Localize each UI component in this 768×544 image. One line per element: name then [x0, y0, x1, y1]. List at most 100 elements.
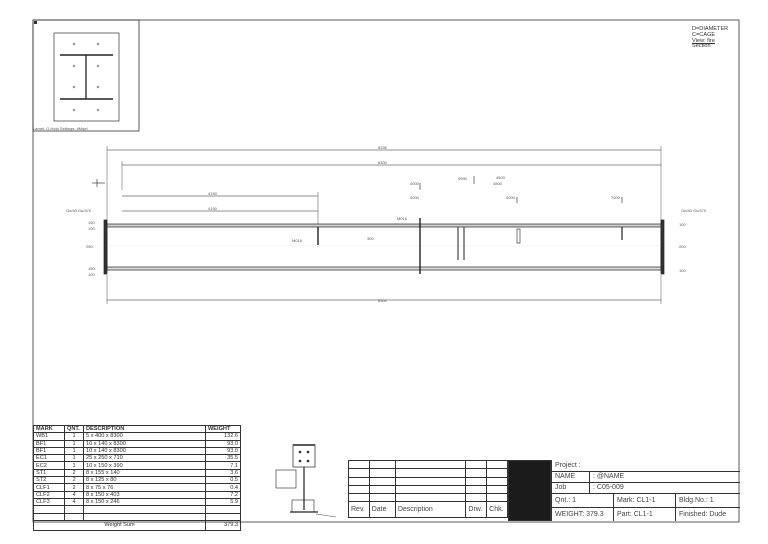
title-row: WEIGHT: 379.3 Part: CL1-1 Finished: Dude [552, 507, 740, 521]
weight-sum-label: Weight Sum [33, 519, 206, 531]
job-label: Job [552, 482, 590, 493]
part-field: Part: CL1-1 [614, 507, 676, 521]
weight-field: WEIGHT: 379.3 [552, 507, 614, 521]
table-cell: WB1 [33, 432, 65, 441]
table-cell: 0.5 [205, 476, 241, 485]
table-cell: CLF3 [33, 497, 65, 507]
table-cell: 1 [64, 439, 84, 448]
revision-cell [348, 468, 370, 478]
table-cell: 2 [64, 468, 84, 478]
section-detail [275, 444, 337, 518]
name-label: NAME [552, 471, 590, 482]
table-cell [83, 505, 206, 514]
table-cell: 10 x 140 x 8300 [83, 446, 206, 456]
name-value: : @NAME [593, 473, 625, 480]
company-logo [508, 460, 551, 521]
revision-cell [368, 476, 396, 486]
table-cell: 25 x 250 x 710 [83, 454, 206, 463]
table-cell: 5 x 400 x 8300 [83, 432, 206, 441]
table-cell: 8 x 125 x 80 [83, 476, 206, 485]
table-cell: ST1 [33, 468, 65, 478]
revision-header: Chk. [486, 501, 508, 519]
table-cell: 8 x 150 x 403 [83, 490, 206, 499]
depth-label: 250 [86, 244, 93, 249]
table-cell [205, 505, 241, 514]
finished-field: Finished: Dude [679, 510, 727, 518]
revision-cell [348, 476, 370, 486]
table-cell: 5.9 [205, 497, 241, 507]
callout-label: 4000 [506, 195, 515, 200]
weight-sum-value: 379.3 [205, 519, 241, 531]
dim-inner: 8300 [378, 160, 387, 165]
table-cell: ST2 [33, 476, 65, 485]
revision-cell [348, 484, 370, 495]
depth-label-right: 200 [679, 244, 686, 249]
sheet-border [32, 19, 740, 523]
revision-row [348, 484, 508, 495]
title-row: Project : [552, 460, 740, 472]
table-cell: 93.0 [205, 446, 241, 456]
table-cell: 8 x 150 x 246 [83, 497, 206, 507]
table-cell: 4 [64, 497, 84, 507]
depth-label: 150 [88, 266, 95, 271]
revision-cell [368, 493, 396, 503]
callout-label: 4000 [410, 181, 419, 186]
table-cell [33, 505, 65, 514]
table-cell: 132.6 [205, 432, 241, 441]
legend-line: View: fire [692, 37, 715, 44]
revision-header: Description [394, 501, 467, 519]
table-cell [64, 505, 84, 514]
callout-label: 300 [367, 236, 374, 241]
title-block: Project : NAME : @NAME Job : C05-009 Qnt… [551, 460, 740, 521]
revision-cell [465, 459, 488, 470]
revision-cell [368, 484, 396, 495]
table-cell: 10 x 140 x 8300 [83, 439, 206, 448]
revision-row [348, 468, 508, 478]
callout-label: 7000 [611, 195, 620, 200]
callout-label: 4500 [493, 181, 502, 186]
dim-overall: 8335 [378, 145, 387, 150]
revision-row [348, 459, 508, 470]
revision-cell [486, 484, 508, 495]
mark-field: Mark: CL1-1 [614, 493, 676, 507]
key-plan-caption: Lamel: G-High Settings: #Mgel [33, 126, 88, 131]
table-cell [64, 512, 84, 521]
table-cell: EC1 [33, 454, 65, 463]
beam-elevation [92, 146, 665, 304]
end-label-left: Gn/40 Gu/470 [66, 208, 92, 213]
revision-cell [465, 493, 488, 503]
table-cell [205, 512, 241, 521]
depth-label: 150 [88, 220, 95, 225]
revision-cell [368, 459, 396, 470]
revision-header: Drw. [465, 501, 488, 519]
revision-cell [394, 476, 467, 486]
depth-label: 100 [88, 226, 95, 231]
table-cell: 1 [64, 461, 84, 470]
table-cell: 0.4 [205, 483, 241, 492]
table-cell: 93.0 [205, 439, 241, 448]
table-cell: 8 x 75 x 76 [83, 483, 206, 492]
dim-bottom: 8300 [378, 298, 387, 303]
weight-sum-row: Weight Sum 379.3 [33, 519, 241, 531]
callout-label: 9990 [458, 176, 467, 181]
revision-header: Date [368, 501, 396, 519]
table-cell: 1 [64, 454, 84, 463]
revision-cell [394, 484, 467, 495]
table-row [33, 512, 241, 521]
qnt-field: Qnt.: 1 [552, 493, 614, 507]
depth-label: 100 [88, 272, 95, 277]
table-cell: CLF1 [33, 483, 65, 492]
end-label-right: Gn/40 Gu/470 [681, 208, 707, 213]
callout-label: 4500 [496, 175, 505, 180]
title-row: Job : C05-009 [552, 482, 740, 494]
revision-row [348, 493, 508, 503]
